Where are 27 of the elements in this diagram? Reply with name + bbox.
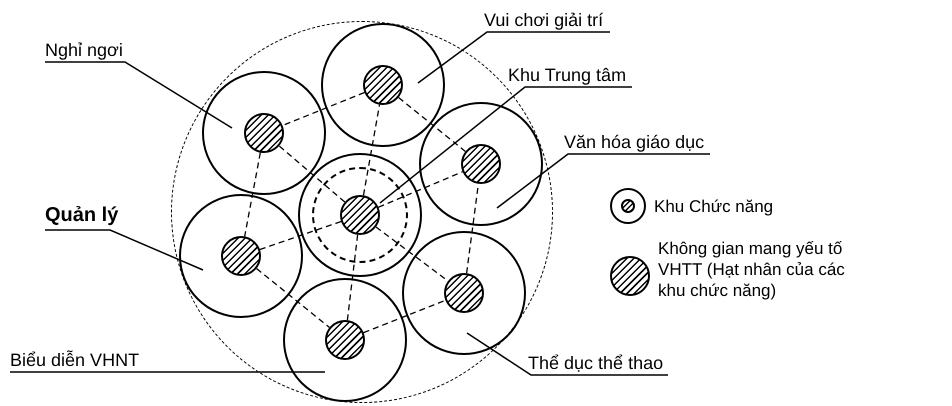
zone-label: Văn hóa giáo dục — [564, 131, 714, 157]
legend-text: Không gian mang yếu tố VHTT (Hạt nhân của các khu chức năng) — [658, 238, 846, 301]
zone-label: Vui chơi giải trí — [484, 9, 614, 35]
zone-label: Nghỉ ngơi — [45, 39, 129, 65]
leader-line — [466, 332, 668, 376]
leader-line — [380, 86, 632, 204]
dashed-connector — [256, 268, 330, 328]
legend-text: Khu Chức năng — [654, 196, 774, 217]
dashed-connector — [378, 171, 463, 208]
dashed-connector — [363, 300, 446, 334]
dashed-connector — [278, 146, 346, 202]
dashed-connector — [244, 152, 261, 236]
dashed-connector — [260, 220, 342, 250]
leader-line — [45, 61, 232, 129]
dashed-connector — [346, 234, 358, 320]
leader-line — [9, 371, 325, 373]
zone-label: Quản lý — [45, 203, 122, 233]
dashed-connector — [282, 92, 365, 126]
leader-line — [418, 31, 610, 84]
zone-label: Khu Trung tâm — [508, 64, 636, 90]
dashed-connector — [362, 104, 380, 196]
dashed-connector — [466, 184, 480, 274]
zone-label: Thể dục thể thao — [528, 352, 672, 378]
zone-label: Biểu diễn VHNT — [10, 349, 144, 375]
leader-line — [45, 229, 204, 271]
dashed-connector — [398, 97, 466, 152]
leader-line — [496, 153, 710, 209]
